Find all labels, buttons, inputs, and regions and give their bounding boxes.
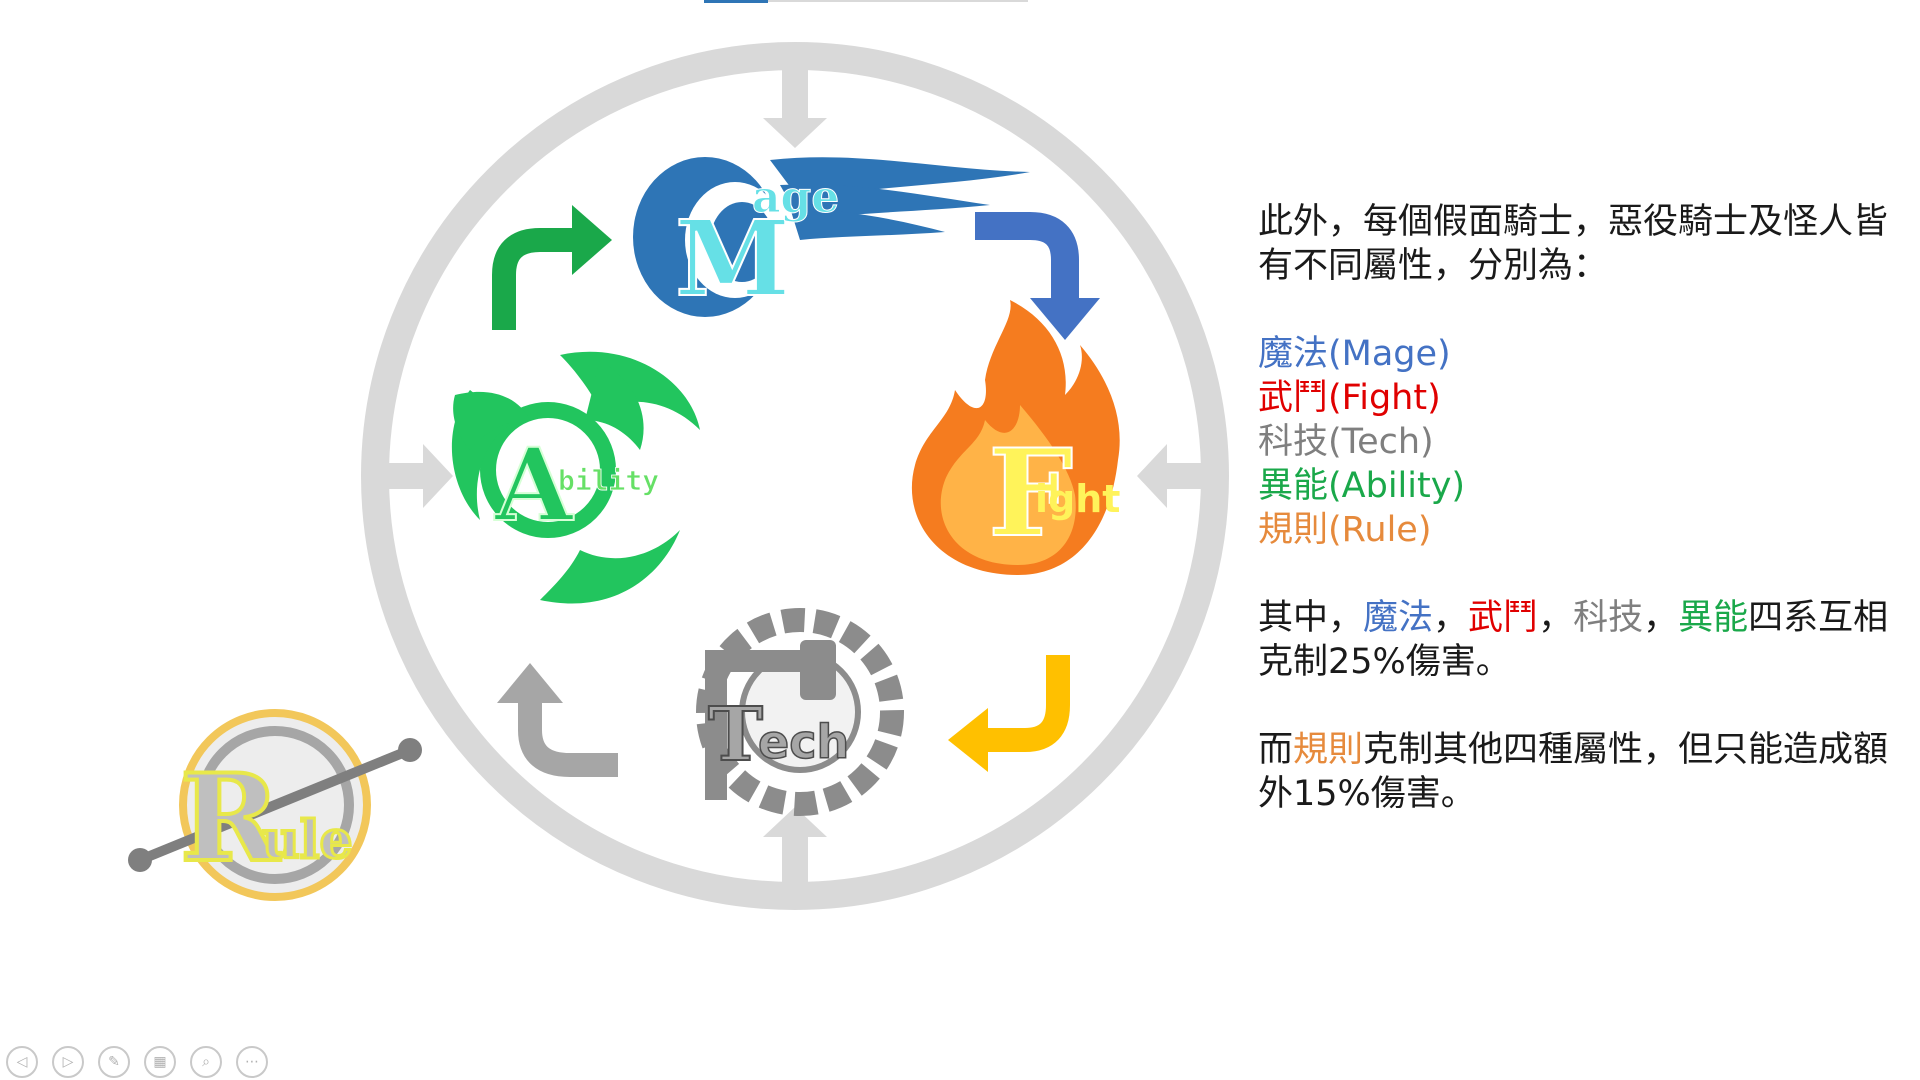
ability-emblem-label-rest: bility [558,464,659,497]
p2-sep1: ， [1433,598,1469,638]
zoom-button[interactable]: ⌕ [190,1046,222,1078]
mage-emblem-label-initial: M [675,197,790,320]
more-icon: ⋯ [245,1054,259,1070]
arrow-tech-to-ability [497,663,618,777]
attribute-list: 魔法(Mage) 武鬥(Fight) 科技(Tech) 異能(Ability) … [1258,332,1898,552]
more-options-button[interactable]: ⋯ [236,1046,268,1078]
ring-arrow-right [1137,444,1215,508]
ring-arrows [375,70,1215,885]
p2-suffix: 四系互相克制25%傷害。 [1258,598,1889,682]
p2-sep2: ， [1538,598,1574,638]
top-accent-bar [704,0,768,3]
rule-emblem-label-initial: R [180,748,281,889]
p2-sep3: ， [1643,598,1679,638]
p2-prefix: 其中， [1258,598,1364,638]
mage-emblem-label-rest: age [752,172,839,223]
fight-emblem: F ight [911,300,1120,575]
pen-icon: ✎ [108,1054,120,1070]
p3-prefix: 而 [1258,730,1294,770]
previous-icon: ◁ [16,1054,28,1070]
slideshow-toolbar: ◁ ▷ ✎ ▦ ⌕ ⋯ [6,1046,268,1078]
ring-arrow-bottom [763,807,827,885]
p2-tech: 科技 [1573,598,1644,638]
tech-emblem-label-initial: T [708,692,763,778]
p2-fight: 武鬥 [1468,598,1539,638]
tech-emblem-label-rest: ech [758,715,849,769]
intro-paragraph: 此外，每個假面騎士，惡役騎士及怪人皆有不同屬性，分別為： [1258,202,1889,286]
attribute-ability: 異能(Ability) [1258,466,1466,506]
next-slide-button[interactable]: ▷ [52,1046,84,1078]
slides-icon: ▦ [153,1054,167,1070]
fight-emblem-label-initial: F [988,423,1073,564]
top-divider-line [768,0,1028,2]
next-icon: ▷ [62,1054,74,1070]
ability-emblem: A bility [451,351,700,604]
attribute-mage: 魔法(Mage) [1258,334,1451,374]
fight-emblem-label-rest: ight [1035,477,1120,521]
attribute-fight: 武鬥(Fight) [1258,378,1441,418]
rule-emblem: R ule [128,709,422,901]
p2-mage: 魔法 [1363,598,1434,638]
ring-arrow-top [763,70,827,148]
mage-emblem: M age [633,157,1030,321]
p3-rule: 規則 [1293,730,1364,770]
rule-paragraph: 而規則克制其他四種屬性，但只能造成額外15%傷害。 [1258,728,1898,816]
tech-emblem: T ech [696,608,904,816]
attribute-rule: 規則(Rule) [1258,510,1432,550]
attribute-description-panel: 此外，每個假面騎士，惡役騎士及怪人皆有不同屬性，分別為： 魔法(Mage) 武鬥… [1258,200,1898,816]
attribute-cycle-diagram: M age F ight T ech A bility R ule [128,42,1229,910]
arrow-fight-to-tech [948,655,1070,772]
counter-paragraph: 其中，魔法，武鬥，科技，異能四系互相克制25%傷害。 [1258,596,1898,684]
p3-suffix: 克制其他四種屬性，但只能造成額外15%傷害。 [1258,730,1889,814]
ring-arrow-left [375,444,453,508]
pen-tool-button[interactable]: ✎ [98,1046,130,1078]
see-all-slides-button[interactable]: ▦ [144,1046,176,1078]
attribute-tech: 科技(Tech) [1258,422,1434,462]
rule-emblem-label-rest: ule [262,810,353,871]
previous-slide-button[interactable]: ◁ [6,1046,38,1078]
arrow-mage-to-fight [975,212,1100,340]
arrow-ability-to-mage [492,205,612,330]
ability-emblem-label-initial: A [494,426,574,544]
p2-ability: 異能 [1678,598,1749,638]
zoom-icon: ⌕ [202,1054,210,1070]
